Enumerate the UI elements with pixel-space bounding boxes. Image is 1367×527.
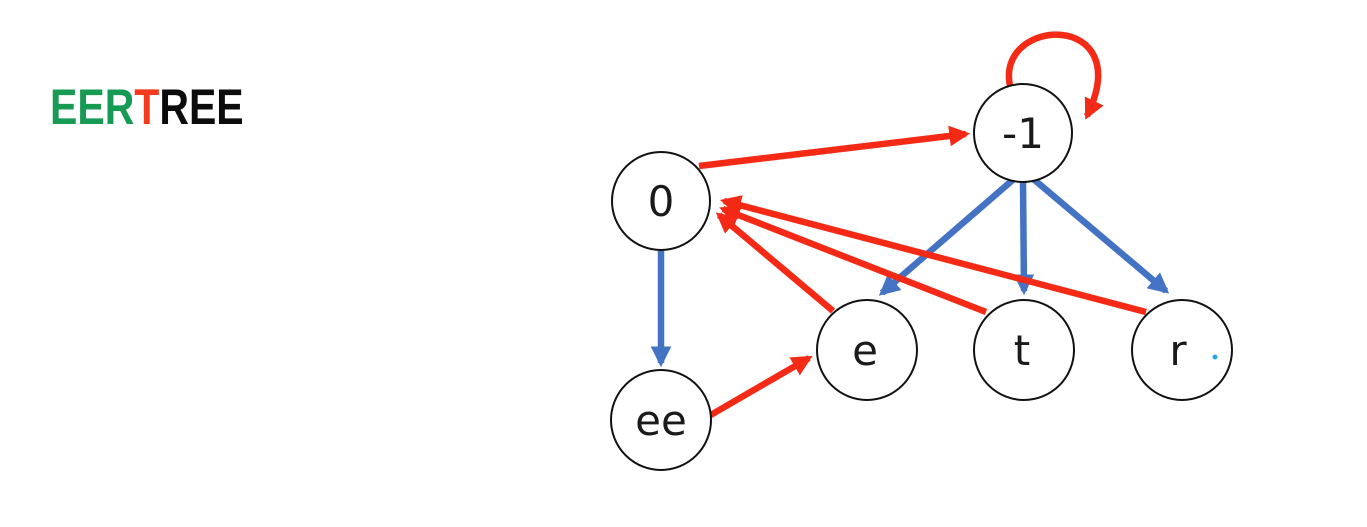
- node-e-circle: [816, 299, 918, 401]
- edge-minus1-to-e: [878, 175, 1018, 296]
- stray-cyan-dot: [1212, 354, 1218, 360]
- node-minus1-label: -1: [1002, 109, 1044, 158]
- node-0-circle: [611, 151, 711, 251]
- node-minus1: -1: [973, 83, 1073, 183]
- node-0-label: 0: [648, 177, 675, 226]
- node-e-label: e: [852, 326, 878, 375]
- node-t-circle: [973, 299, 1075, 401]
- edge-minus1-self-loop: [1005, 31, 1104, 120]
- node-t-label: t: [1014, 326, 1030, 375]
- title-segment-red: T: [134, 79, 159, 135]
- node-r-label: r: [1169, 326, 1187, 375]
- node-r-circle: [1131, 299, 1233, 401]
- title-segment-black: REE: [159, 79, 243, 135]
- edge-e-to-0: [715, 212, 836, 314]
- node-t: t: [973, 299, 1075, 401]
- node-ee-circle: [610, 369, 712, 471]
- edge-r-to-0: [719, 195, 1147, 316]
- edge-0-to-minus1: [698, 125, 971, 170]
- node-minus1-circle: [973, 83, 1073, 183]
- node-r: r: [1131, 299, 1233, 401]
- edge-ee-to-e: [707, 355, 813, 419]
- page-title: EERTREE: [50, 79, 244, 135]
- node-e: e: [816, 299, 918, 401]
- edge-minus1-to-t: [1013, 180, 1035, 296]
- node-ee-label: ee: [635, 396, 687, 445]
- edge-minus1-to-r: [1028, 174, 1170, 294]
- node-ee: ee: [610, 369, 712, 471]
- edge-t-to-0: [719, 205, 988, 316]
- title-segment-green: EER: [50, 79, 134, 135]
- node-0: 0: [611, 151, 711, 251]
